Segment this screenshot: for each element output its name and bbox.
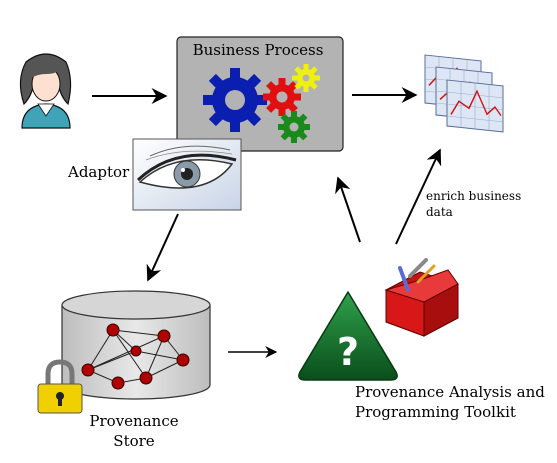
eye-icon (132, 138, 242, 211)
padlock-icon (37, 359, 83, 414)
gears-icon (203, 64, 320, 143)
business-process-label: Business Process (193, 41, 324, 59)
database-icon (61, 290, 211, 400)
charts-icon (424, 54, 504, 133)
arrow-adaptor-to-store (146, 213, 179, 282)
toolkit-label-line2: Programming Toolkit (355, 403, 516, 421)
user-icon (19, 53, 72, 129)
arrow-toolkit-to-charts (395, 148, 442, 245)
enrich-label-line2: data (426, 205, 453, 219)
adaptor-label: Adaptor (67, 163, 130, 181)
question-icon: ? (298, 291, 398, 381)
business-process-node: Business Process (176, 36, 344, 152)
toolbox-icon (384, 258, 459, 337)
enrich-label-line1: enrich business (426, 189, 521, 203)
toolkit-label-line1: Provenance Analysis and (355, 383, 545, 401)
provenance-store-label-line2: Store (113, 432, 155, 450)
provenance-store-label-line1: Provenance (89, 412, 178, 430)
arrow-toolkit-to-process (335, 176, 361, 243)
graph-nodes (81, 323, 190, 390)
svg-text:?: ? (337, 330, 359, 374)
